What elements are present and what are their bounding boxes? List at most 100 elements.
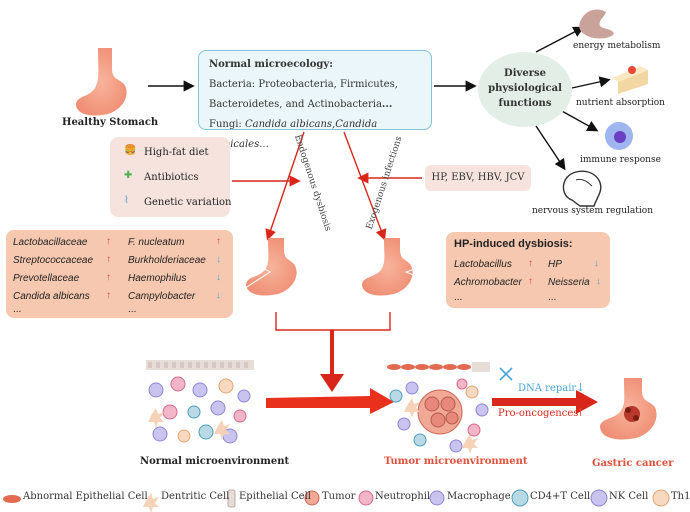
legend-nk-cell: NK Cell [609, 491, 649, 502]
legend-macrophage: Macrophage [447, 491, 511, 502]
arrow-to-cancer [492, 390, 598, 414]
functions-title-1: Diverse [504, 68, 546, 79]
dna-repair-label: DNA repair [518, 383, 577, 394]
functions-circle: Diverse physiological functions [478, 52, 572, 127]
hp-left-ellipsis: ... [454, 292, 463, 303]
tumor-microenvironment-label: Tumor microenvironment [384, 456, 528, 467]
taxa-right-0-dir: ↑ [216, 236, 221, 247]
hp-left-1: Achromobacter [454, 277, 522, 288]
function-immune-response: immune response [580, 155, 661, 165]
arrow-to-energy [535, 26, 585, 53]
arrow-endogenous [265, 131, 305, 241]
brain-head-icon [562, 170, 602, 207]
microecology-bacteria-line2: Bacteroidetes, and Actinobacteria... [209, 99, 393, 110]
hp-right-0: HP [548, 259, 562, 270]
factor-high-fat-diet: High-fat diet [144, 147, 209, 158]
arrow-to-nutrient [571, 76, 611, 89]
hp-left-1-dir: ↑ [528, 276, 533, 287]
hp-left-0-dir: ↑ [528, 258, 533, 269]
dna-helix-icon: ⌇ [124, 195, 129, 206]
gastric-cancer-label: Gastric cancer [592, 458, 674, 469]
taxa-right-0: F. nucleatum [128, 237, 185, 248]
hp-right-ellipsis: ... [548, 292, 557, 303]
taxa-left-ellipsis: ... [13, 304, 22, 315]
taxa-left-2-dir: ↑ [106, 272, 111, 283]
nk-cell-icon [590, 489, 608, 507]
dentritic-cell-icon [143, 493, 159, 512]
neutrophil-icon [358, 490, 374, 506]
taxa-right-3: Campylobacter [128, 291, 196, 302]
microecology-fungi-line: Fungi: Candida albicans,Candida tropical… [209, 119, 378, 150]
epithelial-cell-icon [227, 489, 236, 508]
microecology-title: Normal microecology: [209, 59, 333, 70]
normal-microenvironment-label: Normal microenvironment [140, 456, 290, 467]
functions-title-3: functions [498, 98, 552, 109]
taxa-right-1-dir: ↓ [216, 254, 221, 265]
pro-oncogenes-label: Pro-oncogences [498, 408, 579, 419]
taxa-left-3: Candida albicans [13, 291, 90, 302]
gastric-cancer-stomach-icon [600, 378, 657, 440]
hp-left-0: Lactobacillus [454, 259, 512, 270]
taxa-right-2-dir: ↓ [216, 272, 221, 283]
legend-cd4-t-cell: CD4+T Cell [530, 491, 591, 502]
cake-icon [612, 66, 648, 94]
taxa-left-1-dir: ↑ [106, 254, 111, 265]
taxa-left-2: Prevotellaceae [13, 273, 80, 284]
abnormal-epithelial-cell-icon [3, 495, 21, 503]
arrow-to-nervous [535, 125, 566, 171]
taxa-left-0-dir: ↑ [106, 236, 111, 247]
functions-title-2: physiological [488, 83, 562, 94]
legend-abnormal-epithelial-cell: Abnormal Epithelial Cell [23, 491, 148, 502]
healthy-stomach-label: Healthy Stomach [62, 117, 159, 128]
cd4-t-cell-icon [511, 489, 529, 507]
burger-icon: 🍔 [124, 145, 137, 156]
healthy-stomach-icon [76, 48, 127, 116]
merge-bracket [275, 312, 391, 331]
legend-epithelial-cell: Epithelial Cell [239, 491, 311, 502]
hp-right-0-dir: ↓ [594, 258, 599, 269]
immune-cell-icon [605, 122, 633, 150]
hp-right-1: Neisseria [548, 277, 590, 288]
taxa-left-0: Lactobacillaceae [13, 237, 88, 248]
dysbiosis-stomach-right-icon [362, 238, 413, 296]
legend-dentritic-cell: Dentritic Cell [161, 491, 230, 502]
microecology-bacteria-line1: Bacteria: Proteobacteria, Firmicutes, [209, 79, 398, 90]
risk-factors-box: 🍔 High-fat diet ✚ Antibiotics ⌇ Genetic … [110, 137, 232, 217]
legend-icons [3, 489, 670, 512]
tumor-icon [304, 490, 320, 506]
hp-dysbiosis-box: HP-induced dysbiosis: Lactobacillus ↑ Ac… [446, 232, 610, 308]
taxa-left-1: Streptococcaceae [13, 255, 94, 266]
th1-icon [652, 489, 670, 507]
taxa-right-1: Burkholderiaceae [128, 255, 206, 266]
function-nervous-system-regulation: nervous system regulation [532, 206, 654, 216]
muscle-icon [579, 9, 614, 39]
medicine-icon: ✚ [124, 170, 133, 181]
progression-arrow [266, 388, 394, 414]
dna-repair-dir: ↓ [576, 381, 586, 394]
arrow-to-immune [559, 109, 599, 132]
normal-microecology-box: Normal microecology: Bacteria: Proteobac… [198, 50, 432, 150]
merge-arrow-head [320, 374, 344, 392]
factor-genetic-variation: Genetic variation [144, 197, 232, 208]
taxa-right-3-dir: ↓ [216, 290, 221, 301]
legend-th1: Th1 [671, 491, 690, 502]
legend-tumor: Tumor [322, 491, 356, 502]
taxa-right-2: Haemophilus [128, 273, 187, 284]
dysbiosis-stomach-left-icon [246, 238, 297, 296]
pro-oncogenes-dir: ↑ [576, 406, 586, 419]
hp-dysbiosis-title: HP-induced dysbiosis: [454, 238, 573, 250]
hp-right-1-dir: ↓ [596, 276, 601, 287]
function-energy-metabolism: energy metabolism [573, 41, 661, 51]
tumor-microenvironment-illustration [387, 362, 490, 454]
arrow-exogenous [343, 131, 387, 241]
taxa-left-3-dir: ↑ [106, 290, 111, 301]
infections-box: HP, EBV, HBV, JCV [425, 165, 531, 191]
macrophage-icon [429, 490, 445, 506]
function-nutrient-absorption: nutrient absorption [576, 98, 665, 108]
legend-neutrophil: Neutrophil [375, 491, 431, 502]
dna-icon [499, 367, 513, 381]
normal-microenvironment-illustration [146, 360, 254, 444]
taxa-right-ellipsis: ... [128, 304, 137, 315]
factor-antibiotics: Antibiotics [144, 172, 199, 183]
